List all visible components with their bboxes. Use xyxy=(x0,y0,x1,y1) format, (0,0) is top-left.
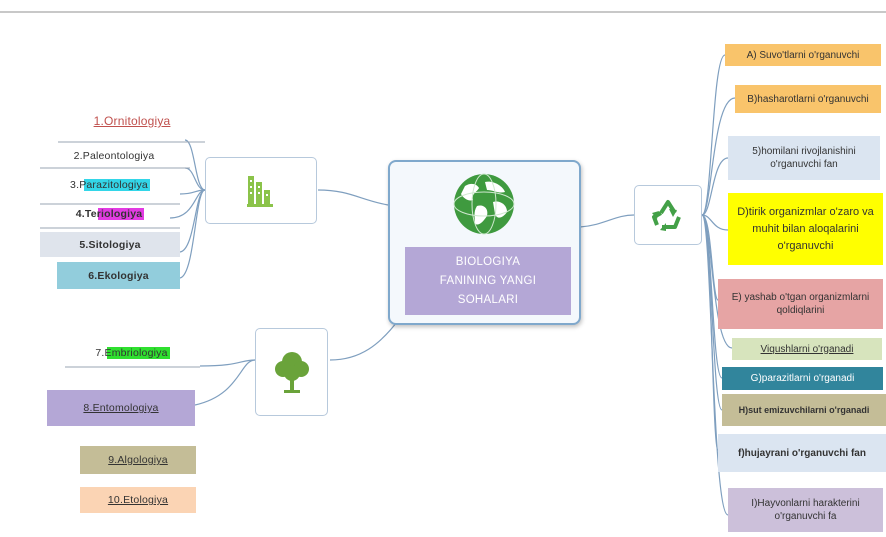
building-chart-icon xyxy=(247,175,273,207)
globe-icon xyxy=(453,173,515,235)
center-title: BIOLOGIYA FANINING YANGI SOHALARI xyxy=(405,247,571,315)
node-etologiya: 10.Etologiya xyxy=(80,487,196,513)
node-hayvon-harakteri: I)Hayvonlarni harakterini o'rganuvchi fa xyxy=(728,488,883,532)
center-title-line: BIOLOGIYA xyxy=(455,255,521,268)
top-divider xyxy=(0,11,886,13)
connector-center-hub2 xyxy=(329,317,401,361)
node-ekologiya: 6.Ekologiya xyxy=(57,262,180,289)
connector-center-hub1 xyxy=(317,189,389,206)
node-hasharotlar: B)hasharotlarni o'rganuvchi xyxy=(735,85,881,113)
node-sut-emizuvchilar: H)sut emizuvchilarni o'rganadi xyxy=(722,394,886,426)
center-title-line: SOHALARI xyxy=(457,293,519,306)
teriologiya-label: 4.Teriologiya xyxy=(75,208,145,220)
node-viqushlar: Viqushlarni o'rganadi xyxy=(732,338,882,360)
parazitologiya-label: 3.Parazitologiya xyxy=(70,179,150,191)
node-suvotlar: A) Suvo'tlarni o'rganuvchi xyxy=(725,44,881,66)
connector-center-hub3 xyxy=(579,214,635,228)
node-qoldiqlar: E) yashab o'tgan organizmlarni qoldiqlar… xyxy=(718,279,883,329)
node-ornitologiya: 1.Ornitologiya xyxy=(93,114,171,128)
hub-right xyxy=(634,185,702,245)
embriologiya-label: 7.Embriologiya xyxy=(95,347,170,359)
node-embriologiya: 7.Embriologiya xyxy=(65,342,200,364)
node-teriologiya: 4.Teriologiya xyxy=(40,203,180,225)
node-algologiya: 9.Algologiya xyxy=(80,446,196,474)
node-sitologiya: 5.Sitologiya xyxy=(40,232,180,257)
node-tirik-organizmlar: D)tirik organizmlar o'zaro va muhit bila… xyxy=(728,193,883,265)
node-homila: 5)homilani rivojlanishini o'rganuvchi fa… xyxy=(728,136,880,180)
hub-bottom-left xyxy=(255,328,328,416)
node-hujayra: f)hujayrani o'rganuvchi fan xyxy=(718,434,886,472)
node-parazitologiya: 3.Parazitologiya xyxy=(40,174,180,196)
hub-top-left xyxy=(205,157,317,224)
recycle-icon xyxy=(652,200,681,231)
node-entomologiya: 8.Entomologiya xyxy=(47,390,195,426)
node-parazitlar: G)parazitlarni o'rganadi xyxy=(722,367,883,390)
tree-icon xyxy=(274,352,309,393)
center-title-line: FANINING YANGI xyxy=(439,274,537,287)
node-paleontologiya: 2.Paleontologiya xyxy=(73,150,155,162)
